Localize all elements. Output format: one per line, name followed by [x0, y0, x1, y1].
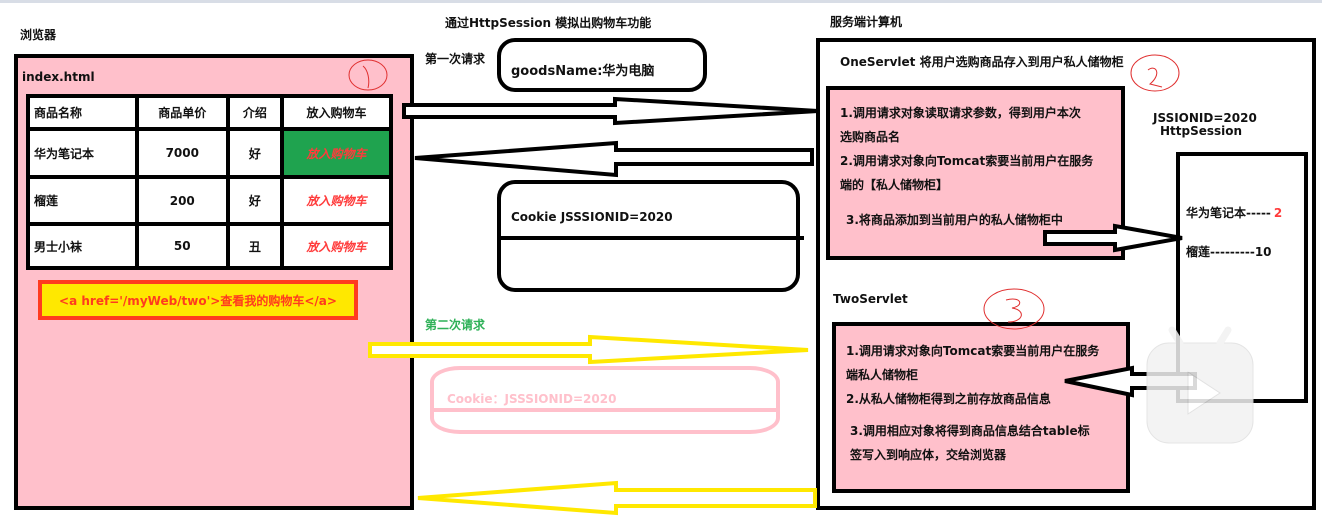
cell-name: 男士小袜 [26, 222, 139, 270]
add-to-cart-button[interactable]: 放入购物车 [280, 175, 393, 226]
step-text: 2.从私人储物柜得到之前存放商品信息 [846, 392, 1051, 406]
add-to-cart-button[interactable]: 放入购物车 [280, 222, 393, 270]
window-top-edge [0, 0, 1322, 3]
header-price: 商品单价 [134, 94, 230, 131]
response-arrow-2 [417, 480, 817, 516]
server-panel [816, 38, 1316, 510]
step-text: 1.调用请求对象向Tomcat索要当前用户在服务 [846, 344, 1100, 358]
diagram-title: 通过HttpSession 模拟出购物车功能 [445, 16, 652, 30]
second-request-label: 第二次请求 [425, 318, 486, 332]
request-cookie: Cookie：JSSSIONID=2020 [447, 392, 617, 406]
cell-price: 7000 [134, 127, 230, 179]
step-text: 选购商品名 [840, 130, 901, 144]
header-cart: 放入购物车 [280, 94, 393, 131]
browser-label: 浏览器 [20, 28, 57, 42]
response-cookie-box: Cookie JSSSIONID=2020 [497, 180, 804, 292]
table-row: 华为笔记本 7000 好 放入购物车 [26, 127, 393, 179]
request-arrow-1 [402, 96, 819, 126]
step-text: 端的【私人储物柜】 [840, 178, 949, 192]
cell-name: 榴莲 [26, 175, 139, 226]
table-row: 男士小袜 50 丑 放入购物车 [26, 222, 393, 270]
session-type: HttpSession [1160, 124, 1243, 138]
add-to-cart-button[interactable]: 放入购物车 [280, 127, 393, 179]
session-item-count: 10 [1254, 245, 1272, 259]
circle-marker-2 [1130, 54, 1180, 92]
one-servlet-title: OneServlet 将用户选购商品存入到用户私人储物柜 [840, 55, 1124, 69]
first-request-label: 第一次请求 [425, 52, 486, 66]
session-item-name: 榴莲--------- [1186, 245, 1255, 259]
view-cart-link[interactable]: <a href='/myWeb/two'>查看我的购物车</a> [38, 280, 358, 320]
session-item: 华为笔记本-----2 [1186, 204, 1282, 221]
table-header-row: 商品名称 商品单价 介绍 放入购物车 [26, 94, 393, 131]
server-label: 服务端计算机 [830, 15, 903, 29]
cookie-divider [434, 408, 776, 412]
session-item-name: 华为笔记本----- [1186, 206, 1271, 220]
response-cookie: Cookie JSSSIONID=2020 [511, 210, 673, 224]
table-row: 榴莲 200 好 放入购物车 [26, 175, 393, 226]
two-servlet-title: TwoServlet [833, 292, 908, 306]
request-param-box: goodsName:华为电脑 [497, 38, 707, 92]
circle-marker-1 [348, 59, 388, 91]
cell-price: 200 [134, 175, 230, 226]
step-text: 端私人储物柜 [846, 368, 919, 382]
two-servlet-steps: 1.调用请求对象向Tomcat索要当前用户在服务 端私人储物柜 2.从私人储物柜… [832, 322, 1130, 493]
session-id: JSSIONID=2020 [1153, 111, 1257, 125]
step-text: 1.调用请求对象读取请求参数，得到用户本次 [840, 106, 1081, 120]
cell-name: 华为笔记本 [26, 127, 139, 179]
store-arrow [1043, 223, 1183, 253]
session-item-count: 2 [1273, 206, 1283, 220]
header-desc: 介绍 [225, 94, 285, 131]
request-arrow-2 [368, 334, 809, 365]
cell-desc: 好 [225, 175, 285, 226]
cookie-divider [501, 236, 804, 240]
step-text: 2.调用请求对象向Tomcat索要当前用户在服务 [840, 154, 1094, 168]
request-cookie-box: Cookie：JSSSIONID=2020 [430, 366, 780, 434]
goods-table: 商品名称 商品单价 介绍 放入购物车 华为笔记本 7000 好 放入购物车 榴莲… [26, 94, 393, 270]
step-text: 3.将商品添加到当前用户的私人储物柜中 [846, 213, 1063, 227]
one-servlet-steps: 1.调用请求对象读取请求参数，得到用户本次 选购商品名 2.调用请求对象向Tom… [826, 86, 1125, 260]
response-arrow-1 [414, 140, 814, 178]
step-text: 3.调用相应对象将得到商品信息结合table标 [850, 424, 1090, 438]
header-name: 商品名称 [26, 94, 139, 131]
page-name: index.html [22, 70, 95, 84]
step-text: 签写入到响应体，交给浏览器 [850, 448, 1007, 462]
cell-desc: 好 [225, 127, 285, 179]
video-watermark-icon [1146, 326, 1254, 444]
request-param: goodsName:华为电脑 [511, 64, 655, 79]
cell-desc: 丑 [225, 222, 285, 270]
circle-marker-3 [983, 288, 1045, 330]
cell-price: 50 [134, 222, 230, 270]
session-item: 榴莲---------10 [1186, 243, 1272, 260]
